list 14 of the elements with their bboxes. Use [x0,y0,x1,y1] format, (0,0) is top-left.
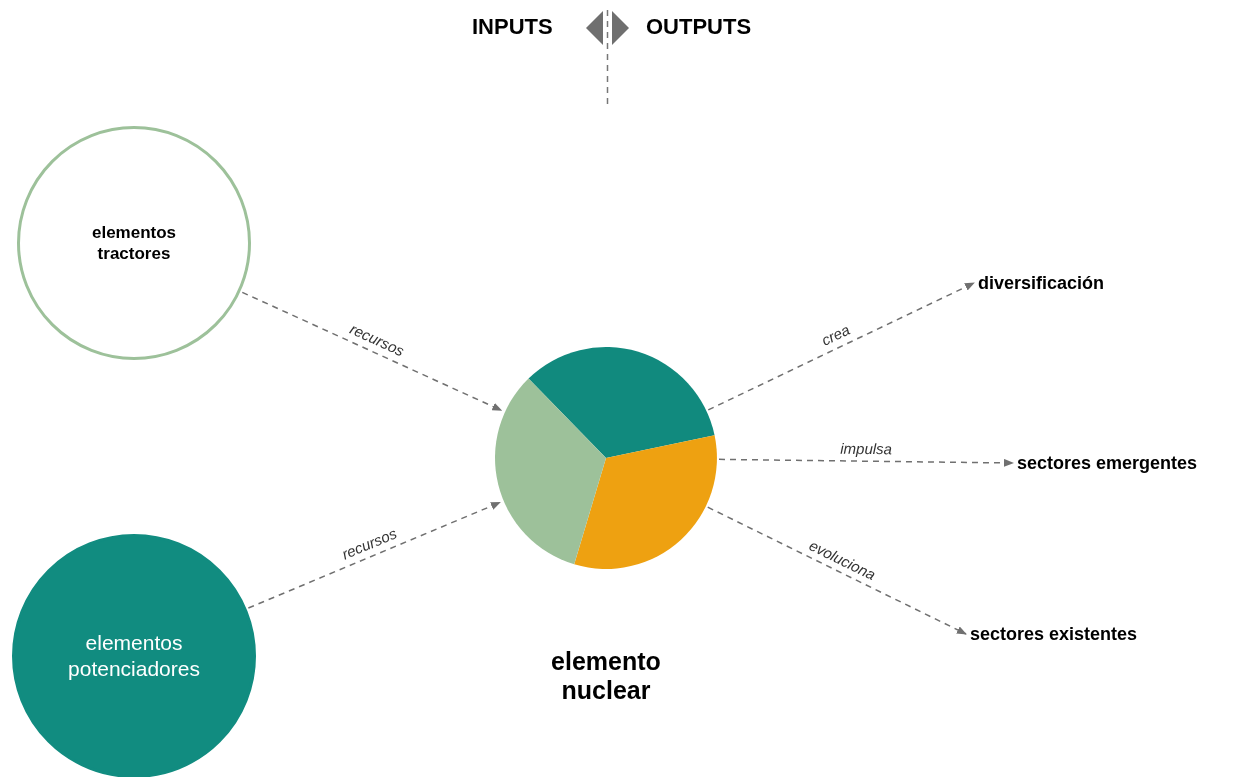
arrow [241,291,503,412]
outcome-label: sectores emergentes [1017,451,1198,475]
outcome-label: diversificación [978,271,1105,295]
arrow [718,458,1014,467]
node-label: elementos tractores [90,221,178,265]
section-heading: INPUTS [472,16,553,38]
edge-label: impulsa [838,440,895,457]
node-label: elementos potenciadores [67,629,201,682]
outcome-label: sectores existentes [970,622,1138,646]
node-caption: elemento nuclear [550,647,662,705]
section-heading: OUTPUTS [646,16,752,38]
arrow [707,282,975,411]
arrow [247,501,501,609]
arrow [707,506,967,635]
